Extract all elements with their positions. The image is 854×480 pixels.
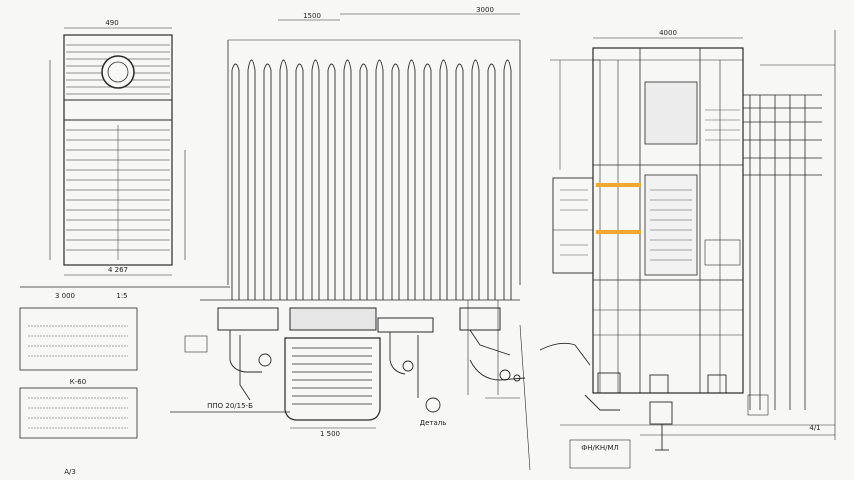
tube-bend — [295, 63, 304, 71]
tube-bend — [327, 63, 336, 71]
center-bottom-label: ППО 20/15-Б — [207, 402, 253, 410]
right-pipe-rack — [743, 30, 836, 440]
right-side-control-panel — [552, 177, 594, 274]
left-view-round-gauge — [101, 55, 135, 89]
center-bottom-manifolds — [200, 299, 520, 333]
tube-bend — [487, 63, 496, 71]
tube-bend — [423, 63, 432, 71]
tube-bend — [359, 63, 368, 71]
highlight-markers — [596, 183, 641, 234]
highlight-marker-upper — [596, 183, 641, 187]
right-view-bottom-left-label: ФН/КН/МЛ — [581, 444, 619, 452]
center-tray-dimension: 1 500 — [320, 430, 340, 438]
tube-bend — [375, 59, 384, 71]
right-bottom-equipment — [519, 324, 835, 471]
center-tube-bank — [231, 59, 512, 300]
left-view-top-dimension: 490 — [105, 19, 118, 27]
tube-bend — [311, 59, 320, 71]
left-elevation-view — [20, 27, 230, 288]
left-view-width-dimension: 4 267 — [108, 266, 128, 274]
tube-bend — [503, 59, 512, 71]
tube-bend — [263, 63, 272, 71]
center-top-dimension-2: 3000 — [476, 6, 494, 14]
right-view-top-dimension: 4000 — [659, 29, 677, 37]
center-heater-elevation — [227, 13, 521, 285]
right-view-bottom-right-label: 4/1 — [809, 424, 820, 432]
tube-bend — [279, 59, 288, 71]
center-top-dimension-1: 1500 — [303, 12, 321, 20]
center-right-piping — [389, 300, 526, 413]
left-view-scale-label: 1:5 — [116, 292, 127, 300]
tube-bend — [231, 63, 240, 71]
tube-bend — [247, 59, 256, 71]
left-notes-panel — [19, 307, 138, 439]
right-side-elevation — [550, 37, 744, 394]
tube-bend — [455, 63, 464, 71]
tube-bend — [343, 59, 352, 71]
tube-bend — [471, 59, 480, 71]
center-ribbed-tray — [284, 337, 381, 429]
tube-bend — [407, 59, 416, 71]
left-view-foot-dimension: 3 000 — [55, 292, 75, 300]
center-detail-caption: Деталь — [420, 419, 447, 427]
highlight-marker-lower — [596, 230, 641, 234]
left-view-body-rows — [66, 125, 170, 260]
tube-bend — [391, 63, 400, 71]
tube-bend — [439, 59, 448, 71]
page-mark: A/3 — [64, 468, 76, 476]
center-left-piping — [170, 330, 290, 413]
left-notes-title: К-60 — [70, 378, 86, 386]
